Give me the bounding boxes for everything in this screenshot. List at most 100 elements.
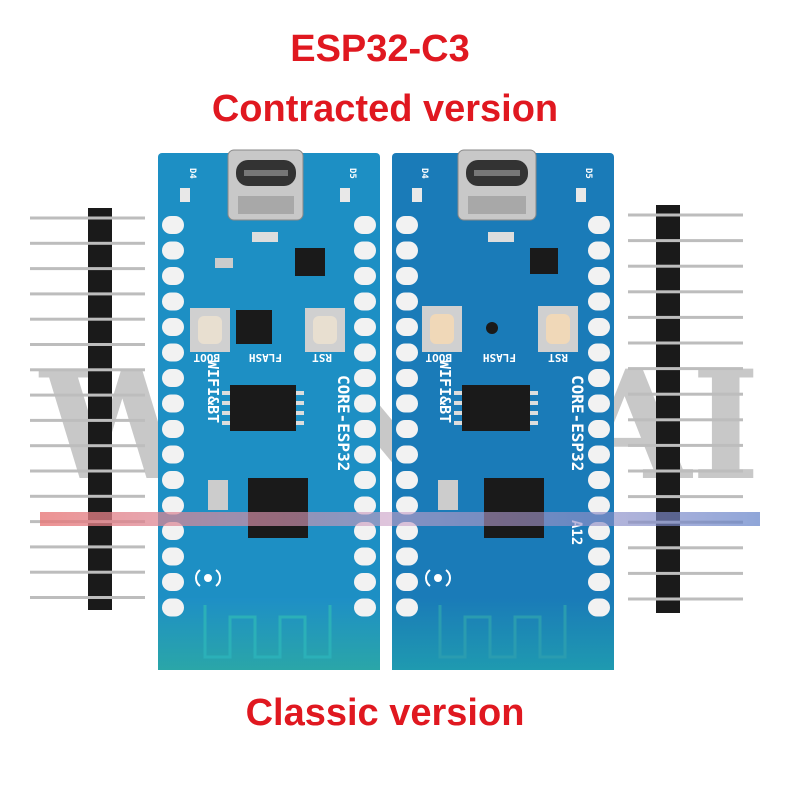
header-pin bbox=[628, 341, 743, 345]
esp32-chip bbox=[484, 478, 544, 538]
castellated-pad bbox=[354, 471, 376, 489]
castellated-pad bbox=[162, 318, 184, 336]
header-pin bbox=[628, 571, 743, 575]
castellated-pad bbox=[396, 573, 418, 591]
castellated-pad bbox=[588, 496, 610, 515]
header-pin bbox=[628, 392, 743, 396]
castellated-pad bbox=[396, 369, 418, 387]
header-pin bbox=[628, 546, 743, 550]
silk-d5: D5 bbox=[583, 168, 593, 179]
castellated-pad bbox=[354, 343, 376, 362]
chip-pin bbox=[454, 401, 462, 405]
chip-pin bbox=[530, 401, 538, 405]
silk-flash: FLASH bbox=[483, 351, 516, 364]
header-pin bbox=[628, 290, 743, 294]
chip-pin bbox=[530, 391, 538, 395]
castellated-pad bbox=[588, 216, 610, 234]
castellated-pad bbox=[162, 216, 184, 234]
silk-d4: D4 bbox=[419, 168, 429, 179]
header-pin bbox=[628, 597, 743, 601]
antenna-trace bbox=[438, 605, 567, 659]
wifi-icon bbox=[425, 569, 451, 587]
castellated-pad bbox=[588, 369, 610, 387]
castellated-pad bbox=[588, 318, 610, 336]
silk-boot: BOOT bbox=[425, 351, 452, 364]
castellated-pad bbox=[588, 573, 610, 591]
silk-module: CORE-ESP32 bbox=[568, 375, 587, 471]
chip-pin bbox=[296, 421, 304, 425]
header-pin bbox=[30, 393, 145, 397]
castellated-pad bbox=[354, 598, 376, 617]
boot-button bbox=[190, 308, 230, 352]
board-classic: BOOT FLASH RST WIFI&BT CORE-ESP32 A12 D4… bbox=[392, 149, 614, 670]
castellated-pad bbox=[396, 292, 418, 311]
castellated-pad bbox=[396, 445, 418, 464]
header-pin bbox=[30, 596, 145, 599]
castellated-pad bbox=[354, 522, 376, 540]
header-pin bbox=[30, 494, 145, 498]
header-pin bbox=[30, 545, 145, 549]
header-pin bbox=[30, 469, 145, 473]
castellated-pad bbox=[354, 445, 376, 464]
castellated-pad bbox=[396, 522, 418, 540]
header-pin bbox=[628, 418, 743, 422]
silk-rev: A12 bbox=[568, 520, 584, 545]
castellated-pad bbox=[396, 343, 418, 362]
castellated-pad bbox=[162, 394, 184, 413]
usb-c-connector bbox=[457, 149, 537, 221]
silk-boot: BOOT bbox=[193, 351, 220, 364]
silk-rst: RST bbox=[548, 351, 568, 364]
castellated-pad bbox=[396, 598, 418, 617]
led-d4 bbox=[180, 188, 190, 202]
castellated-pad bbox=[588, 343, 610, 362]
reset-button bbox=[538, 306, 578, 352]
header-pin bbox=[628, 239, 743, 243]
chip-pin bbox=[222, 391, 230, 395]
title-line-2: Contracted version bbox=[211, 88, 559, 130]
castellated-pad bbox=[162, 573, 184, 591]
silk-d5: D5 bbox=[347, 168, 357, 179]
header-pin bbox=[30, 241, 145, 245]
castellated-pad bbox=[588, 394, 610, 413]
flash-chip bbox=[462, 385, 530, 431]
sensor-dot bbox=[486, 322, 498, 334]
led-d5 bbox=[576, 188, 586, 202]
header-pin bbox=[30, 267, 145, 271]
castellated-pad bbox=[354, 420, 376, 438]
castellated-pad bbox=[354, 496, 376, 515]
castellated-pad bbox=[354, 216, 376, 234]
castellated-pad bbox=[396, 267, 418, 285]
regulator-chip bbox=[295, 248, 325, 276]
wifi-icon bbox=[195, 569, 221, 587]
castellated-pad bbox=[354, 318, 376, 336]
castellated-pad bbox=[588, 522, 610, 540]
led-d5 bbox=[340, 188, 350, 202]
header-pin bbox=[30, 418, 145, 422]
castellated-pad bbox=[396, 318, 418, 336]
header-pin bbox=[30, 368, 145, 372]
chip-pin bbox=[454, 421, 462, 425]
silk-rst: RST bbox=[312, 351, 332, 364]
watermark-stripe bbox=[40, 512, 760, 526]
castellated-pad bbox=[588, 241, 610, 260]
chip-pin bbox=[296, 401, 304, 405]
header-pin bbox=[628, 495, 743, 499]
caption: Classic version bbox=[245, 692, 525, 734]
castellated-pad bbox=[396, 216, 418, 234]
castellated-pad bbox=[588, 445, 610, 464]
castellated-pad bbox=[396, 496, 418, 515]
castellated-pad bbox=[396, 394, 418, 413]
header-pin bbox=[628, 469, 743, 473]
chip-pin bbox=[296, 391, 304, 395]
chip-pin bbox=[454, 411, 462, 415]
silk-flash: FLASH bbox=[249, 351, 282, 364]
castellated-pad bbox=[162, 522, 184, 540]
header-pin bbox=[30, 216, 145, 220]
castellated-pad bbox=[354, 369, 376, 387]
flash-chip bbox=[230, 385, 296, 431]
chip-pin bbox=[530, 421, 538, 425]
header-pin bbox=[628, 264, 743, 268]
castellated-pad bbox=[162, 547, 184, 566]
castellated-pad bbox=[162, 420, 184, 438]
